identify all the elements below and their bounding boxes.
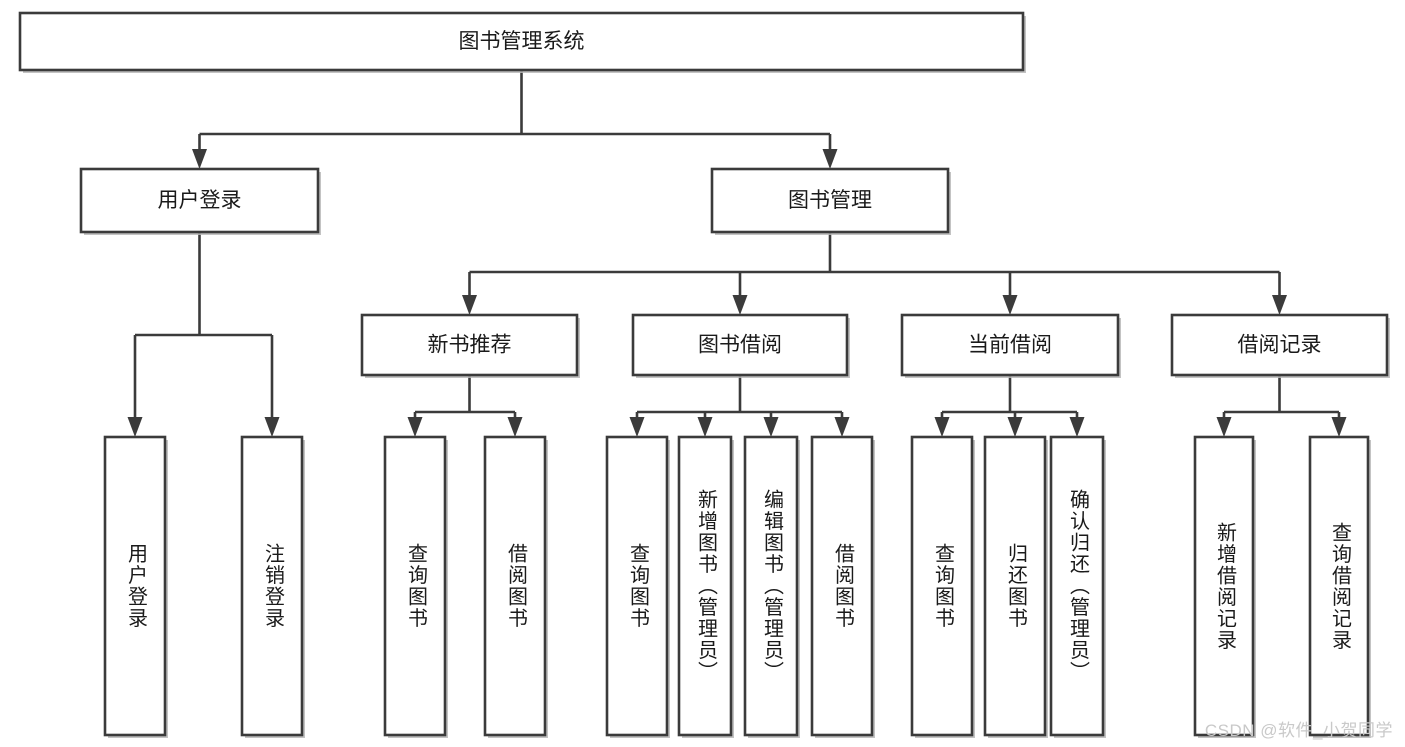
leaf-box-leaf-query-book-bor[interactable] — [605, 435, 669, 737]
arrow-new-book-recommend — [462, 295, 477, 315]
node-label-book-borrow: 图书借阅 — [698, 334, 782, 357]
arrow-current-borrow — [1002, 295, 1018, 315]
node-label-root: 图书管理系统 — [459, 30, 585, 53]
arrow-leaf-query-book-cur — [934, 417, 950, 437]
node-box-user-login[interactable] — [79, 167, 320, 234]
connectors-layer — [127, 70, 1347, 437]
arrow-leaf-user-login — [127, 417, 143, 437]
leaf-box-leaf-confirm-return-admin[interactable] — [1049, 435, 1105, 737]
leaf-box-leaf-user-logout[interactable] — [240, 435, 304, 737]
node-label-borrow-record: 借阅记录 — [1238, 334, 1322, 357]
node-box-book-manage[interactable] — [710, 167, 950, 234]
node-box-new-book-recommend[interactable] — [360, 313, 579, 377]
csdn-watermark: CSDN @软件_小贺同学 — [1204, 721, 1393, 740]
node-box-book-borrow[interactable] — [631, 313, 849, 377]
arrow-leaf-add-book-admin — [697, 417, 713, 437]
leaf-box-leaf-borrow-book-rec[interactable] — [483, 435, 547, 737]
boxes-layer — [18, 11, 1390, 738]
arrow-leaf-user-logout — [264, 417, 280, 437]
arrow-leaf-borrow-book-bor — [834, 417, 850, 437]
leaf-box-leaf-add-borrow-record[interactable] — [1193, 435, 1255, 737]
arrow-leaf-edit-book-admin — [763, 417, 779, 437]
node-box-current-borrow[interactable] — [900, 313, 1120, 377]
arrow-leaf-query-borrow-record — [1331, 417, 1347, 437]
leaf-box-leaf-query-borrow-record[interactable] — [1308, 435, 1370, 737]
leaf-box-leaf-user-login[interactable] — [103, 435, 167, 737]
leaf-box-leaf-edit-book-admin[interactable] — [743, 435, 799, 737]
leaf-box-leaf-add-book-admin[interactable] — [677, 435, 733, 737]
arrow-leaf-add-borrow-record — [1216, 417, 1232, 437]
arrow-leaf-borrow-book-rec — [507, 417, 523, 437]
arrow-leaf-query-book-bor — [629, 417, 645, 437]
arrow-leaf-query-book-rec — [407, 417, 423, 437]
node-label-current-borrow: 当前借阅 — [968, 334, 1052, 357]
arrow-leaf-confirm-return-admin — [1069, 417, 1085, 437]
node-box-root[interactable] — [18, 11, 1025, 72]
arrow-leaf-return-book — [1007, 417, 1023, 437]
node-label-book-manage: 图书管理 — [788, 189, 872, 212]
arrow-user-login — [192, 149, 207, 169]
leaf-box-leaf-query-book-rec[interactable] — [383, 435, 447, 737]
leaf-box-leaf-borrow-book-bor[interactable] — [810, 435, 874, 737]
leaf-box-leaf-query-book-cur[interactable] — [910, 435, 974, 737]
node-label-user-login: 用户登录 — [158, 189, 242, 212]
node-box-borrow-record[interactable] — [1170, 313, 1389, 377]
arrow-borrow-record — [1272, 295, 1287, 315]
node-label-new-book-recommend: 新书推荐 — [428, 334, 512, 357]
arrow-book-borrow — [732, 295, 748, 315]
arrow-book-manage — [822, 149, 838, 169]
leaf-box-leaf-return-book[interactable] — [983, 435, 1047, 737]
